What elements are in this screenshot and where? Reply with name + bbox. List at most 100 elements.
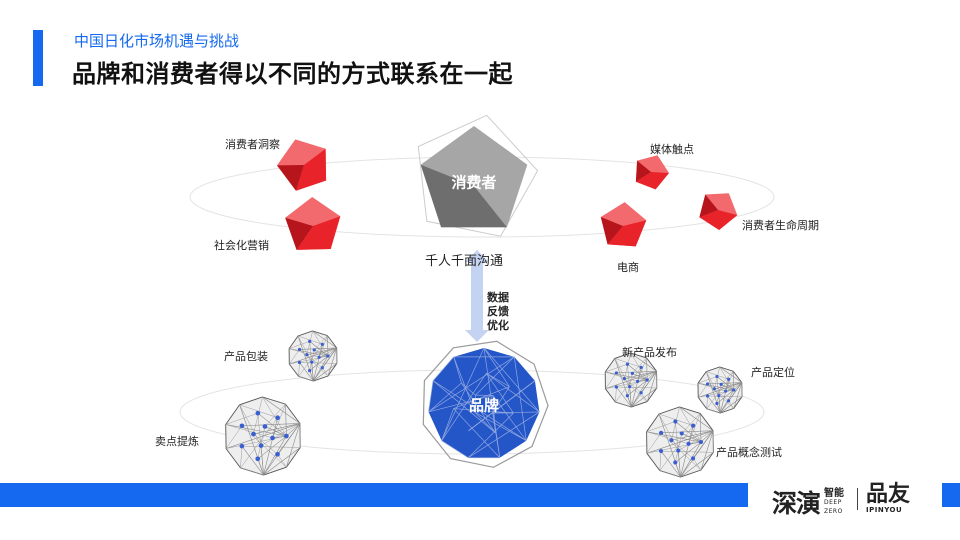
- sphere-link: [322, 347, 337, 368]
- brand-net-link: [492, 395, 527, 441]
- sphere-link: [624, 352, 631, 379]
- sphere-link: [306, 354, 323, 368]
- sphere-link: [605, 363, 628, 373]
- sphere-node-dot: [639, 391, 643, 395]
- slide-title: 品牌和消费者得以不同的方式联系在一起: [72, 60, 513, 88]
- label-concept-test: 产品概念测试: [716, 446, 782, 459]
- feedback-line-data: 数据: [487, 291, 509, 304]
- sphere-link: [706, 379, 729, 409]
- sphere-node-dot: [715, 401, 719, 406]
- ipinyou-logo-en: IPINYOU: [866, 506, 903, 514]
- sphere-node-dot: [251, 431, 256, 437]
- sphere-node-dot: [305, 353, 309, 357]
- sphere-link: [660, 432, 702, 471]
- sphere-link: [306, 347, 337, 356]
- brand-net-link: [475, 356, 515, 396]
- sphere-link: [289, 348, 320, 358]
- sphere-link: [257, 412, 287, 437]
- sphere-link: [225, 424, 273, 439]
- sphere-link: [707, 382, 742, 385]
- sphere-link: [627, 379, 648, 397]
- sphere-link: [605, 379, 648, 389]
- sphere-node-dot: [614, 385, 619, 389]
- sphere-link: [629, 386, 632, 408]
- sphere-node-dot: [270, 435, 275, 441]
- sphere-link: [263, 435, 287, 476]
- sphere-link: [697, 382, 734, 391]
- sphere-link: [631, 379, 648, 408]
- sphere-node-dot: [691, 423, 696, 428]
- brand-net-link: [468, 380, 536, 431]
- sphere-link: [272, 404, 286, 439]
- feedback-arrow: [465, 250, 489, 342]
- red-node-0-shade: [277, 165, 304, 191]
- sphere-link: [257, 435, 287, 460]
- deepzero-logo-en1: DEEP: [824, 498, 842, 506]
- sphere-node-dot: [645, 378, 649, 382]
- sphere-link: [253, 433, 278, 455]
- slide-subtitle: 中国日化市场机遇与挑战: [74, 32, 240, 50]
- sphere-node-dot: [255, 456, 261, 462]
- sphere-link: [263, 417, 278, 476]
- brand-net-link: [474, 412, 496, 433]
- ipinyou-logo: 品友 IPINYOU: [866, 484, 910, 515]
- sphere-link: [646, 371, 657, 402]
- red-node-4-shade: [600, 217, 623, 245]
- sphere-link: [698, 389, 734, 398]
- red-node-2-shade: [635, 160, 651, 182]
- brand-net-link: [453, 408, 514, 414]
- sphere-link: [277, 423, 301, 455]
- sphere-link: [605, 372, 617, 389]
- sphere-link: [322, 367, 329, 377]
- sphere-node-dot: [258, 443, 264, 448]
- sphere-node-dot: [726, 399, 731, 403]
- sphere-link: [253, 423, 300, 435]
- sphere-node-dot: [312, 348, 316, 352]
- sphere-link: [720, 389, 735, 414]
- sphere-link: [728, 382, 743, 401]
- sphere-link: [733, 382, 742, 391]
- sphere-node-dot: [679, 431, 684, 436]
- sphere-link: [277, 454, 287, 468]
- brand-net-link: [483, 347, 540, 413]
- sphere-link: [658, 413, 679, 451]
- sphere-link: [646, 431, 689, 444]
- sphere-link: [260, 423, 301, 446]
- sphere-node-dot: [628, 384, 632, 389]
- sphere-link: [646, 432, 662, 454]
- sphere-link: [700, 430, 714, 443]
- sphere-link: [681, 433, 702, 443]
- sphere-link: [225, 425, 243, 449]
- sphere-link: [614, 358, 632, 408]
- brand-net-link: [453, 356, 462, 384]
- sphere-link: [720, 379, 729, 414]
- sphere-link: [699, 413, 702, 443]
- sphere-node-dot: [639, 365, 643, 369]
- sphere-link: [718, 395, 721, 414]
- sphere-node-dot: [717, 394, 721, 398]
- label-consumer-insight: 消费者洞察: [225, 138, 280, 151]
- label-ecommerce: 电商: [617, 261, 639, 274]
- sphere-link: [240, 446, 243, 468]
- sphere-link: [297, 335, 312, 363]
- red-node-0-face: [296, 148, 327, 191]
- brand-net-link: [453, 386, 510, 409]
- brand-net-link: [486, 373, 540, 413]
- brand-net-link: [441, 440, 469, 459]
- sphere-link: [616, 386, 657, 389]
- sphere-link: [225, 424, 287, 437]
- brand-net-link: [486, 372, 510, 387]
- sphere-link: [313, 344, 323, 382]
- sphere-node-dot: [669, 438, 674, 443]
- sphere-link: [697, 382, 726, 392]
- sphere-node-dot: [659, 430, 664, 435]
- sphere-link: [659, 470, 681, 478]
- sphere-link: [632, 373, 648, 381]
- sphere-link: [637, 357, 647, 382]
- sphere-link: [298, 362, 300, 377]
- sphere-link: [260, 445, 264, 476]
- feedback-line-feedback: 反馈: [487, 305, 509, 318]
- sphere-link: [719, 366, 742, 383]
- sphere-node-dot: [308, 369, 312, 373]
- sphere-node-dot: [698, 439, 704, 445]
